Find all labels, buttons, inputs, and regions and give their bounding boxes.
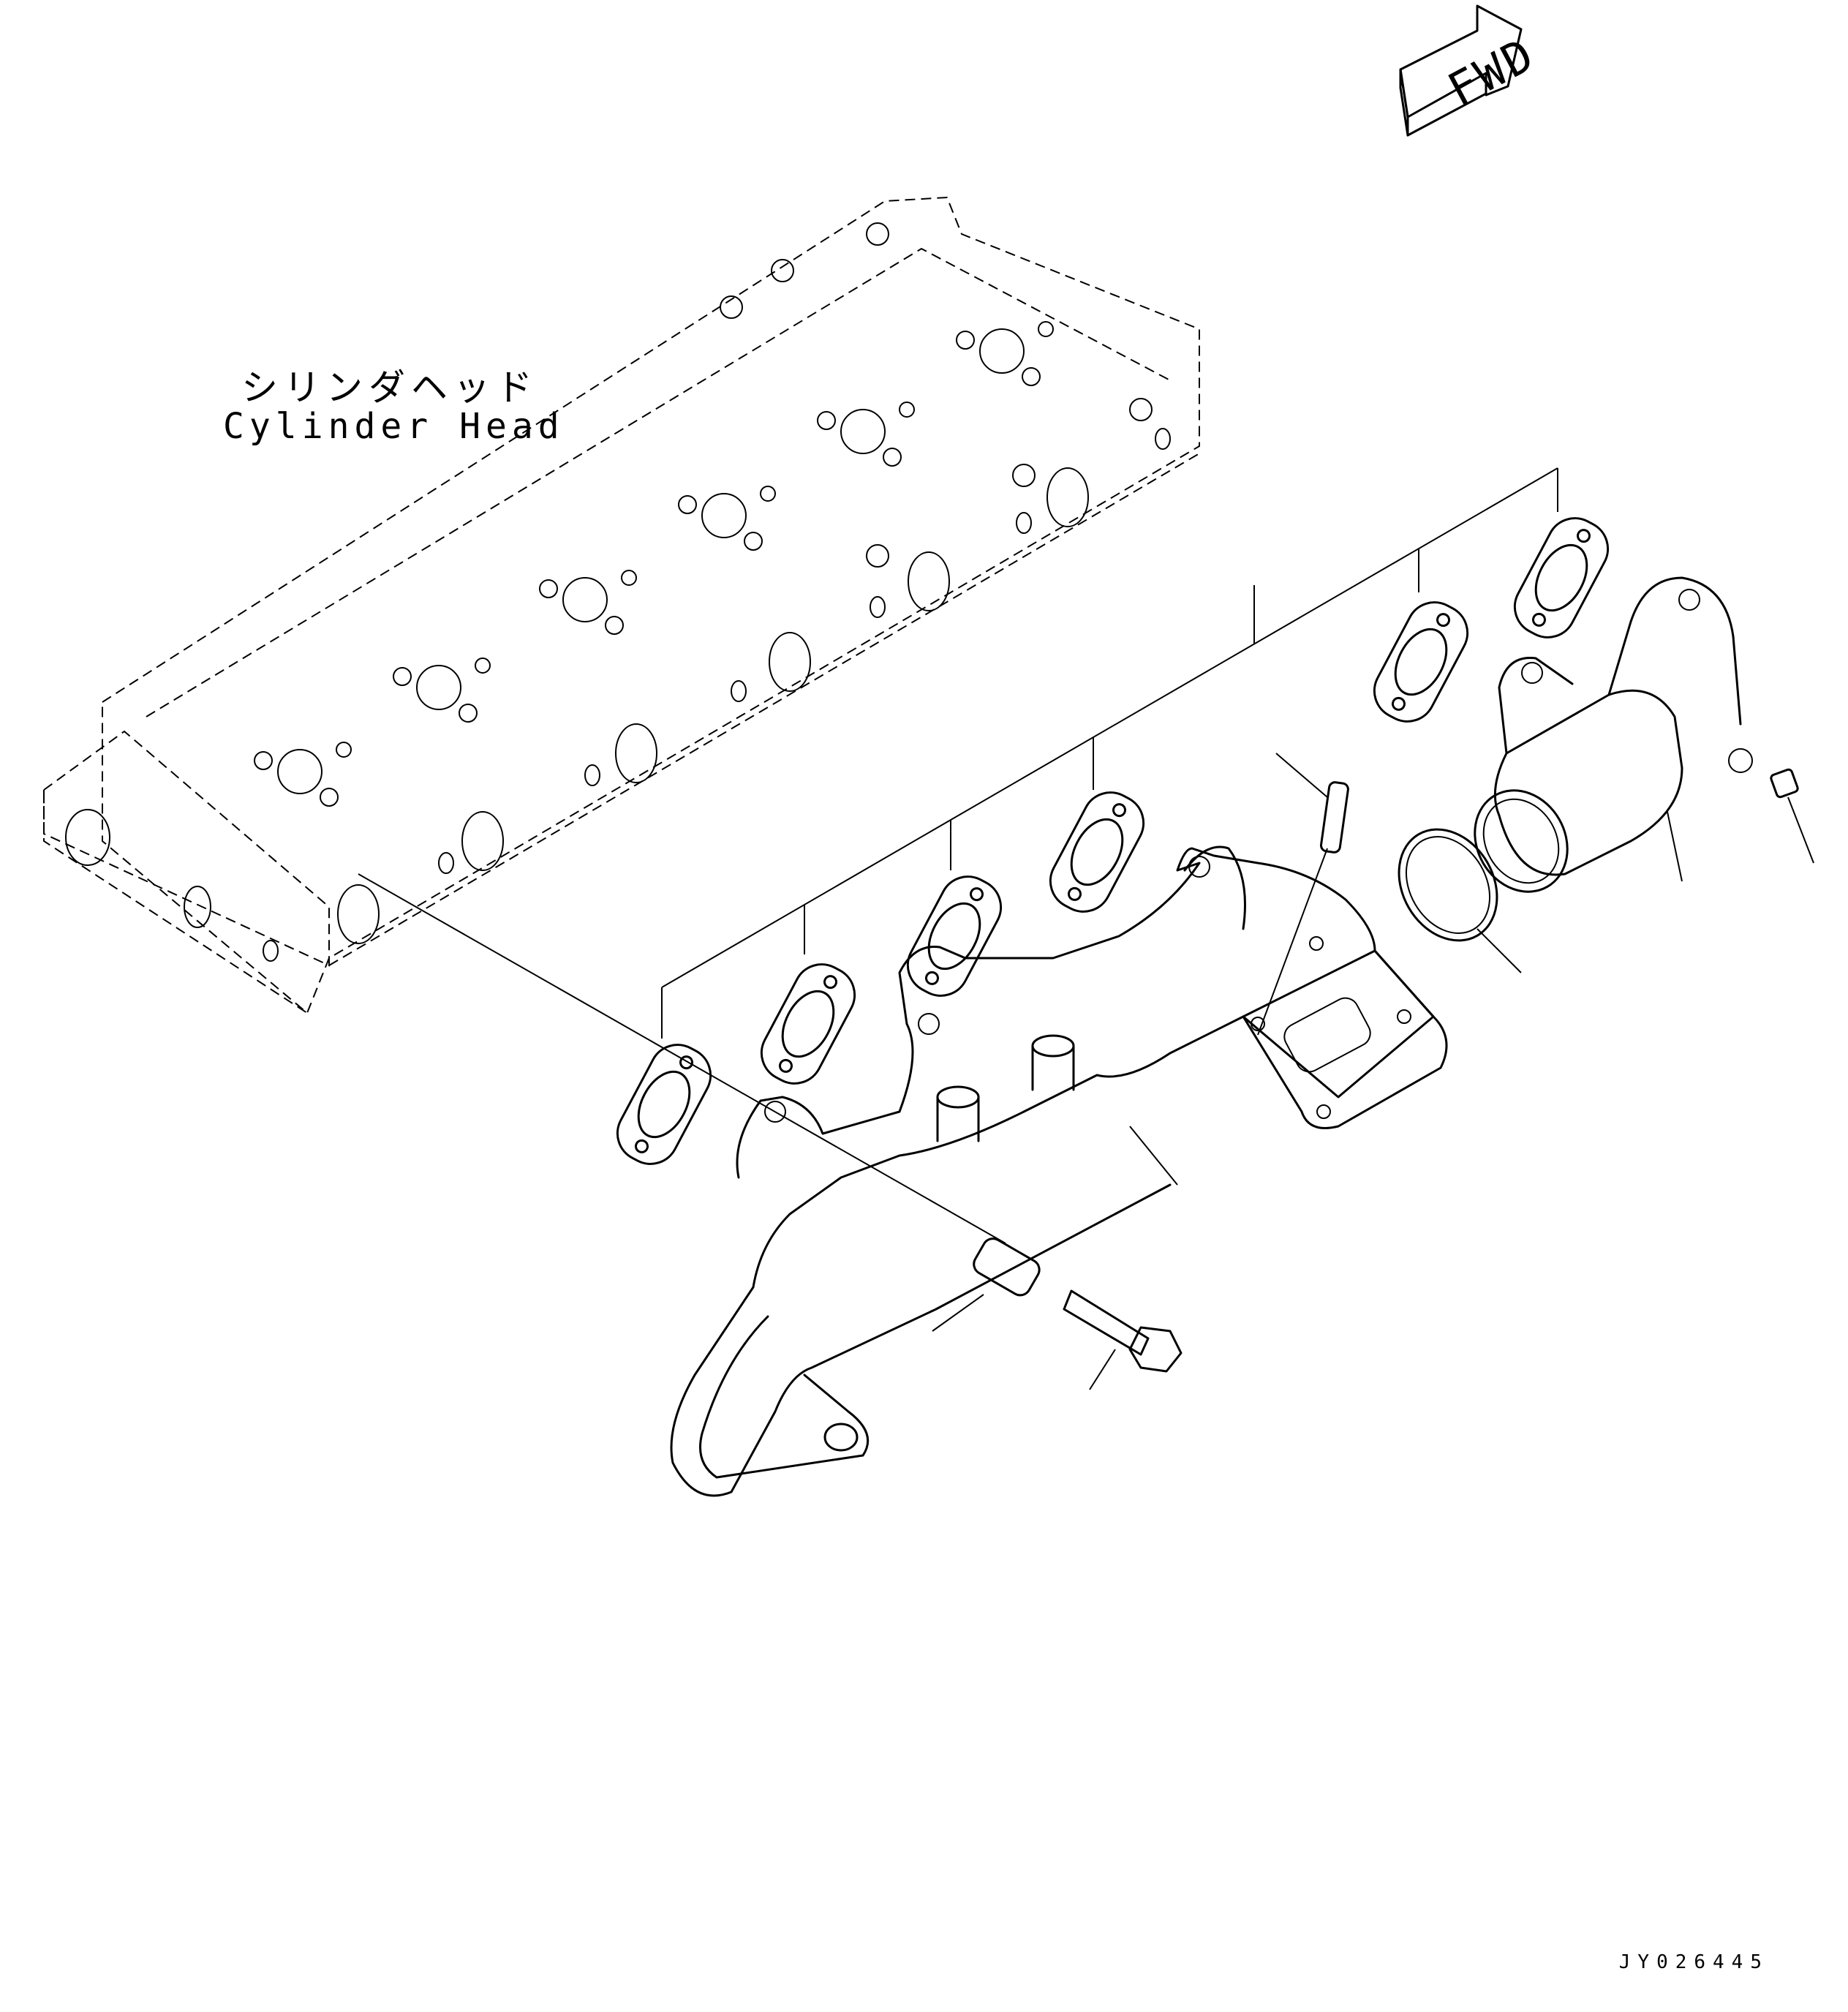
front-exhaust-manifold bbox=[671, 847, 1447, 1496]
fwd-arrow-icon bbox=[1400, 6, 1521, 135]
cylinder-head-label-en: Cylinder Head bbox=[223, 406, 565, 447]
mounting-bolt bbox=[1064, 1291, 1181, 1390]
drawing-number: JY026445 bbox=[1618, 1951, 1769, 1973]
rear-exhaust-manifold bbox=[1457, 578, 1752, 908]
exhaust-gasket bbox=[608, 508, 1618, 1174]
cylinder-head-outline bbox=[44, 197, 1199, 1013]
plug bbox=[1770, 769, 1814, 863]
dowel-pin bbox=[932, 1235, 1043, 1331]
gasket-group-bracket bbox=[662, 468, 1558, 1039]
cylinder-head-label-ja: シリンダヘッド bbox=[241, 366, 538, 409]
stud-bolt bbox=[1258, 753, 1349, 1035]
seal-ring bbox=[1379, 812, 1521, 973]
